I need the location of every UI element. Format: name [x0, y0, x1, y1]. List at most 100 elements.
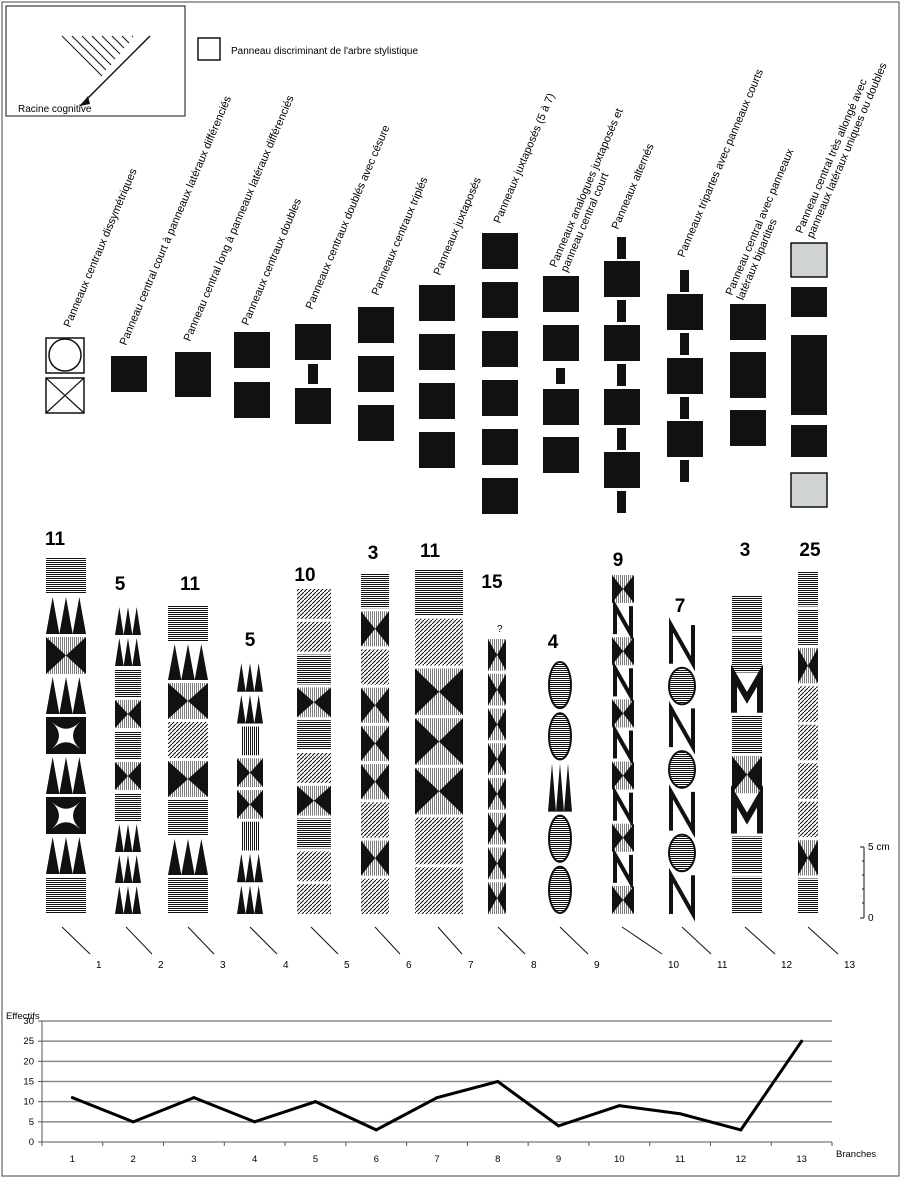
ytick-label-10: 10: [23, 1097, 34, 1108]
branch-number-10: 10: [668, 960, 680, 971]
leader-line-2: [126, 927, 152, 954]
count-10: 9: [613, 550, 624, 571]
ytick-label-20: 20: [23, 1056, 34, 1067]
count-1: 11: [45, 529, 66, 550]
scheme-12: [730, 304, 766, 446]
count-2: 5: [115, 574, 126, 595]
artefact-10: [612, 575, 634, 914]
branch-labels: Panneaux centraux dissymétriques Panneau …: [62, 56, 890, 347]
xtick-label-3: 3: [191, 1154, 196, 1165]
xtick-label-5: 5: [313, 1154, 318, 1165]
artefact-2: [115, 607, 141, 914]
ytick-label-15: 15: [23, 1077, 34, 1088]
ytick-label-25: 25: [23, 1036, 34, 1047]
leader-line-1: [62, 927, 90, 954]
count-12: 3: [740, 540, 751, 561]
leader-line-11: [682, 927, 711, 954]
branch-label-10: Panneaux alternés: [610, 142, 657, 232]
scheme-5: [295, 324, 331, 424]
branch-number-4: 4: [283, 960, 289, 971]
leader-line-12: [745, 927, 775, 954]
xtick-label-13: 13: [796, 1154, 807, 1165]
xtick-label-6: 6: [374, 1154, 379, 1165]
data-point-12: [739, 1128, 742, 1131]
leader-line-10: [622, 927, 662, 954]
branch-label-4: Panneaux centraux doubles: [240, 196, 305, 327]
branch-label-7: Panneaux juxtaposés: [432, 175, 484, 277]
count-9: 4: [548, 632, 559, 653]
leader-line-6: [375, 927, 400, 954]
legend: Racine cognitive Panneau discriminant de…: [6, 6, 418, 116]
artefact-5: [297, 589, 331, 914]
ytick-label-5: 5: [29, 1117, 34, 1128]
artefact-7: [415, 569, 463, 914]
branch-number-2: 2: [158, 960, 164, 971]
artefact-13: [798, 571, 818, 914]
legend-root-box: [6, 6, 185, 116]
branch-label-3: Panneau central long à panneaux latéraux…: [182, 93, 297, 343]
branch-number-11: 11: [717, 960, 728, 971]
ytick-label-30: 30: [23, 1016, 34, 1027]
ytick-label-0: 0: [29, 1137, 34, 1148]
artefact-9: [548, 662, 572, 913]
data-point-2: [132, 1120, 135, 1123]
artefact-8: [488, 639, 506, 914]
scheme-8: [482, 233, 518, 514]
branch-number-3: 3: [220, 960, 226, 971]
data-point-4: [253, 1120, 256, 1123]
branch-number-13: 13: [844, 960, 856, 971]
scale-bar: 5 cm 0: [860, 842, 890, 924]
leader-line-5: [311, 927, 338, 954]
data-point-5: [314, 1100, 317, 1103]
branch-label-6: Panneaux centraux triplés: [370, 175, 431, 297]
scheme-6: [358, 307, 394, 441]
scheme-1: [46, 338, 84, 413]
scheme-7: [419, 285, 455, 468]
data-point-8: [496, 1080, 499, 1083]
data-point-1: [71, 1096, 74, 1099]
data-point-9: [557, 1124, 560, 1127]
artefact-12: [732, 595, 762, 914]
discriminant-panel-icon: [198, 38, 220, 60]
data-point-10: [618, 1104, 621, 1107]
count-8: 15: [481, 572, 503, 593]
xtick-label-12: 12: [736, 1154, 747, 1165]
root-label: Racine cognitive: [18, 104, 92, 115]
artefact-4: [237, 663, 263, 914]
branch-number-6: 6: [406, 960, 412, 971]
leader-line-9: [560, 927, 588, 954]
branch-label-8: Panneaux juxtaposés (5 à 7): [492, 92, 558, 226]
data-point-6: [375, 1128, 378, 1131]
count-11: 7: [675, 596, 686, 617]
branch-label-12: Panneau central avec panneauxlatéraux bi…: [724, 147, 808, 302]
data-point-7: [436, 1096, 439, 1099]
artefact-drawings: [46, 557, 818, 914]
xtick-label-8: 8: [495, 1154, 500, 1165]
scheme-13: [791, 243, 827, 507]
branch-number-12: 12: [781, 960, 793, 971]
branch-number-9: 9: [594, 960, 600, 971]
data-point-3: [192, 1096, 195, 1099]
chart-xlabel: Branches: [836, 1149, 876, 1160]
count-6: 3: [368, 543, 379, 564]
count-7: 11: [420, 541, 441, 562]
discriminant-label: Panneau discriminant de l'arbre stylisti…: [231, 46, 418, 57]
branch-number-1: 1: [96, 960, 102, 971]
xtick-label-11: 11: [675, 1154, 685, 1165]
count-5: 10: [294, 565, 315, 586]
data-point-13: [800, 1040, 803, 1043]
artefact-3: [168, 605, 208, 914]
series-line-1: [72, 1041, 801, 1130]
scheme-2: [111, 356, 147, 392]
branch-number-7: 7: [468, 960, 474, 971]
scheme-11: [667, 270, 703, 482]
leader-line-4: [250, 927, 277, 954]
branch-label-13: Panneau central très allongé avecpanneau…: [794, 56, 890, 240]
branch-number-5: 5: [344, 960, 350, 971]
leader-line-3: [188, 927, 214, 954]
branch-label-1: Panneaux centraux dissymétriques: [62, 166, 140, 329]
artefact-11: [669, 625, 695, 914]
leader-line-13: [808, 927, 838, 954]
